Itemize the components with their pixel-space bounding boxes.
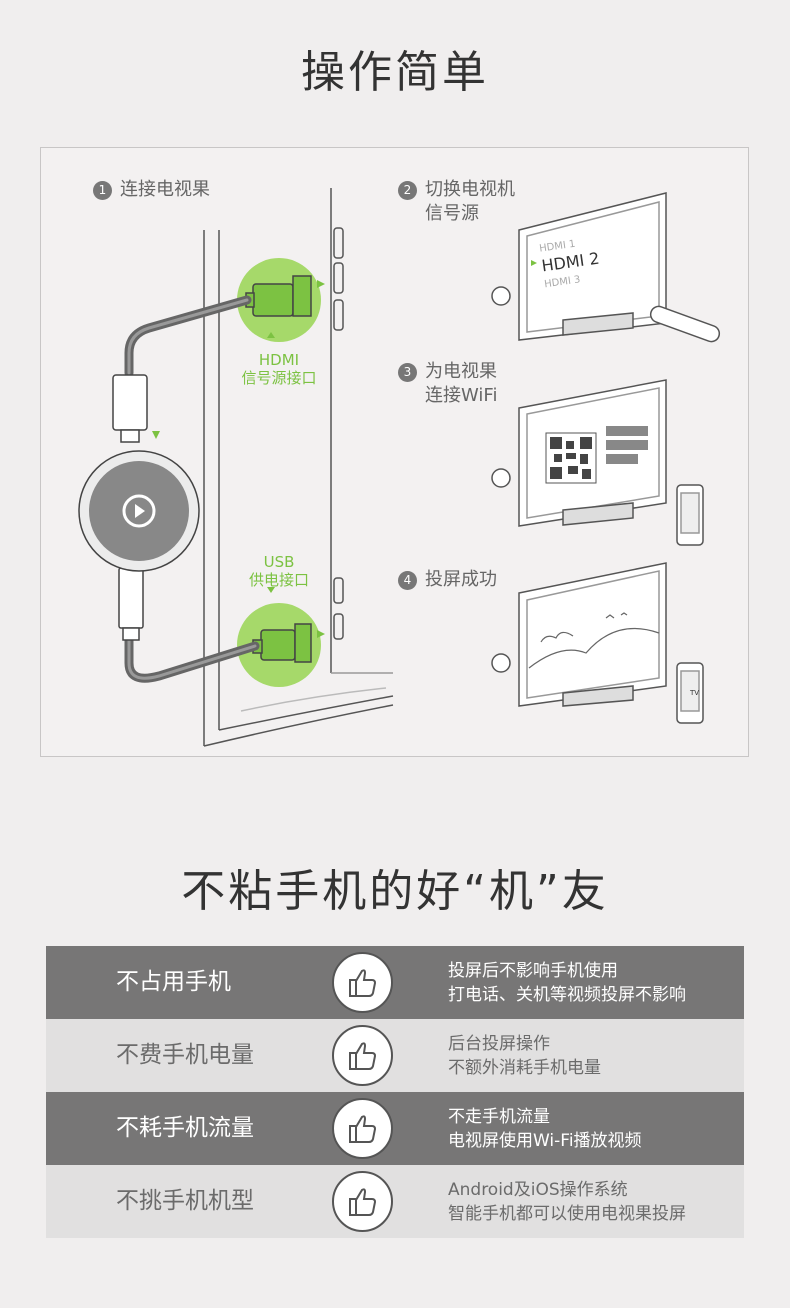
feature-desc-line1: 不走手机流量 [448,1107,550,1127]
feature-row: 不占用手机 投屏后不影响手机使用打电话、关机等视频投屏不影响 [46,946,744,1019]
step-2-number: 2 [398,181,417,200]
usb-plug [252,623,312,663]
step-1-label: 1 连接电视果 [93,178,210,202]
lower-connector [118,567,144,641]
hdmi-label-line1: HDMI [258,351,300,369]
landscape-image [528,612,660,669]
step-3-text-line1: 为电视果 [425,361,497,382]
setup-illustration-panel: HDMI 1 HDMI 2 HDMI 3 [40,147,749,757]
thumbs-up-icon [332,1025,393,1086]
feature-name: 不费手机电量 [116,1042,254,1068]
feature-name: 不占用手机 [116,969,231,995]
usb-label-line2: 供电接口 [248,571,309,589]
feature-desc-line2: 电视屏使用Wi-Fi播放视频 [448,1131,642,1151]
feature-name: 不挑手机机型 [116,1188,254,1214]
tv-step4 [491,562,704,724]
thumbs-up-icon [332,952,393,1013]
step-2-label: 2 切换电视机信号源 [398,178,515,226]
feature-desc-line2: 打电话、关机等视频投屏不影响 [448,985,686,1005]
step-2-text-line1: 切换电视机 [425,179,515,200]
step-3-label: 3 为电视果连接WiFi [398,360,497,408]
feature-name: 不耗手机流量 [116,1115,254,1141]
feature-row: 不挑手机机型 Android及iOS操作系统智能手机都可以使用电视果投屏 [46,1165,744,1238]
feature-desc-line2: 不额外消耗手机电量 [448,1058,601,1078]
hdmi-label-line2: 信号源接口 [241,369,317,387]
thumbs-up-icon [332,1098,393,1159]
phone-tv-label: TV [689,689,699,697]
feature-desc-line2: 智能手机都可以使用电视果投屏 [448,1204,686,1224]
setup-illustration: HDMI 1 HDMI 2 HDMI 3 [78,188,721,747]
feature-description: 不走手机流量电视屏使用Wi-Fi播放视频 [448,1105,642,1153]
feature-desc-line1: 后台投屏操作 [448,1034,550,1054]
feature-row: 不耗手机流量 不走手机流量电视屏使用Wi-Fi播放视频 [46,1092,744,1165]
upper-connector [112,374,148,443]
feature-desc-line1: 投屏后不影响手机使用 [448,961,618,981]
feature-description: 后台投屏操作不额外消耗手机电量 [448,1032,601,1080]
step-1-text: 连接电视果 [120,179,210,200]
thumbs-up-icon [332,1171,393,1232]
step-1-number: 1 [93,181,112,200]
usb-label-line1: USB [263,553,295,571]
hdmi-menu-item-1: HDMI 1 [539,239,577,255]
tv-dongle-device [78,450,200,572]
feature-description: Android及iOS操作系统智能手机都可以使用电视果投屏 [448,1178,686,1226]
step-4-number: 4 [398,571,417,590]
step-3-number: 3 [398,363,417,382]
section-title-friendly: 不粘手机的好“机”友 [181,866,609,917]
step-3-text-line2: 连接WiFi [425,385,498,406]
tv-step2 [491,192,721,343]
feature-description: 投屏后不影响手机使用打电话、关机等视频投屏不影响 [448,959,686,1007]
step-4-label: 4 投屏成功 [398,568,497,592]
feature-desc-line1: Android及iOS操作系统 [448,1180,628,1200]
section-title-operation: 操作简单 [301,47,489,98]
step-2-text-line2: 信号源 [425,203,479,224]
wifi-info-panel [606,426,648,464]
feature-row: 不费手机电量 后台投屏操作不额外消耗手机电量 [46,1019,744,1092]
step-4-text: 投屏成功 [425,569,497,590]
tv-step3 [491,379,704,546]
hdmi-menu-item-3: HDMI 3 [544,274,582,290]
qr-code-icon [545,432,597,484]
